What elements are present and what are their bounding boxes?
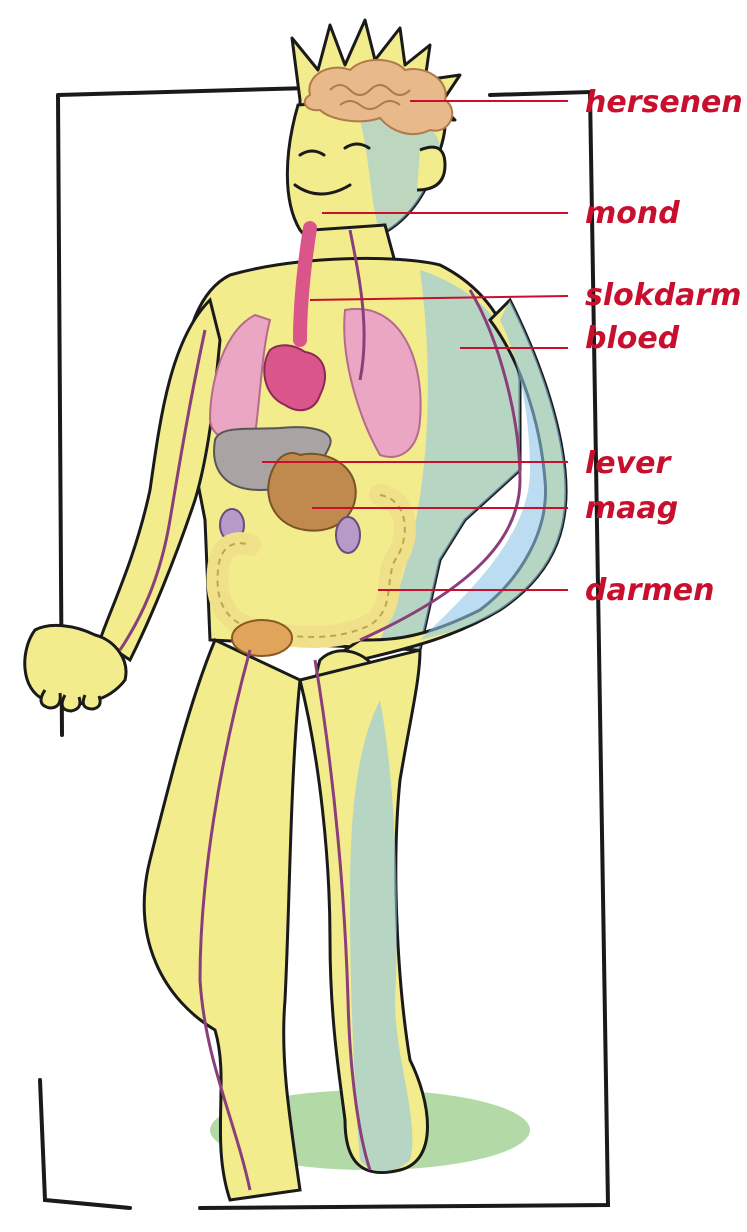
label-bloed: bloed (585, 321, 680, 356)
label-maag: maag (585, 491, 678, 526)
label-lever: lever (585, 446, 673, 481)
bladder (232, 620, 292, 656)
left-leg (144, 640, 300, 1200)
kidney-right (336, 517, 360, 553)
label-hersenen: hersenen (585, 85, 743, 120)
label-slokdarm: slokdarm (585, 278, 741, 313)
ear (417, 147, 445, 190)
label-mond: mond (585, 196, 680, 231)
label-darmen: darmen (585, 573, 714, 608)
